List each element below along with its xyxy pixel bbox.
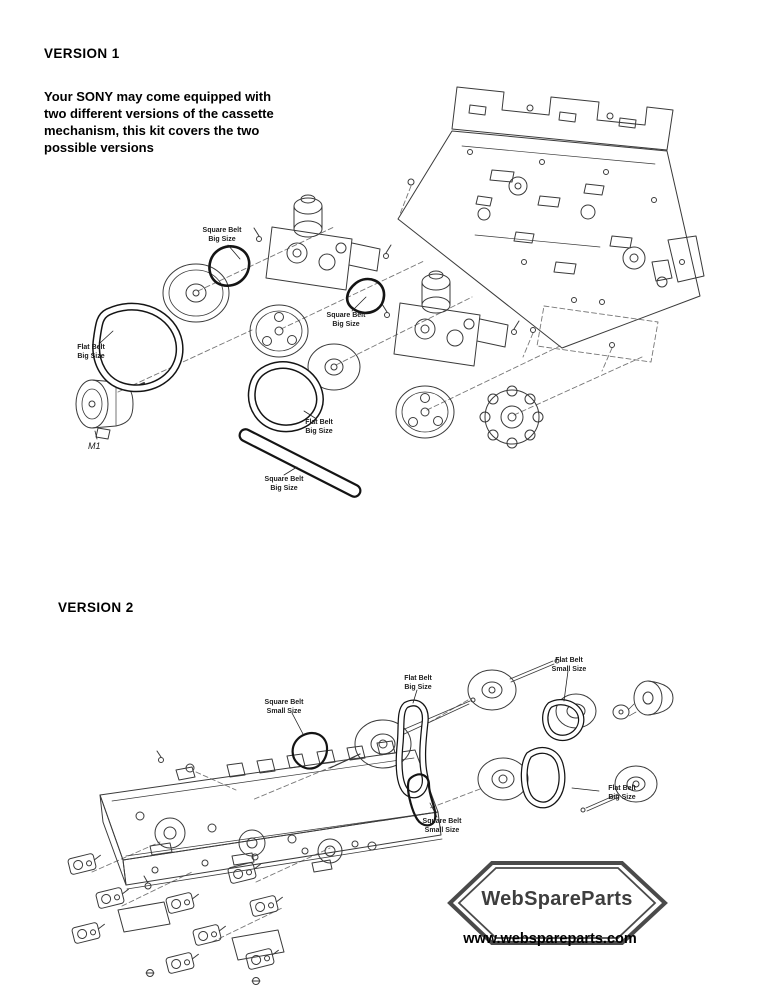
webspareparts-hexagon-logo-icon <box>447 861 668 945</box>
leader-lines-v2 <box>291 670 600 818</box>
belt-label: Square Belt Big Size <box>264 476 304 493</box>
version1-intro: Your SONY may come equipped with two dif… <box>44 89 274 155</box>
website-url: www.webspareparts.com <box>463 931 637 947</box>
chassis-plate-v2 <box>99 740 443 890</box>
leader-lines-v1 <box>94 244 367 476</box>
belt-label: Flat Belt Big Size <box>404 675 432 692</box>
belt-label: Flat Belt Big Size <box>305 419 333 436</box>
version2-title: VERSION 2 <box>58 600 134 615</box>
belt-label: Square Belt Big Size <box>202 227 242 244</box>
version1-exploded-diagram <box>75 86 705 498</box>
head-assembly-b <box>381 270 520 367</box>
pulleys-v1 <box>162 263 544 449</box>
head-assembly-a <box>253 194 392 291</box>
brand-name: WebSpareParts <box>481 888 633 910</box>
belt-label: Flat Belt Small Size <box>551 657 587 674</box>
belts-v2 <box>291 698 585 827</box>
chassis-plate-v1 <box>397 86 705 349</box>
belt-label: Square Belt Small Size <box>264 699 304 716</box>
belt-label: Square Belt Small Size <box>422 818 462 835</box>
belts-v1 <box>92 245 386 498</box>
belt-label: Flat Belt Big Size <box>608 785 636 802</box>
motor-label: M1 <box>88 441 101 451</box>
pulleys-v2 <box>329 658 674 813</box>
belt-label: Square Belt Big Size <box>326 312 366 329</box>
version1-title: VERSION 1 <box>44 46 120 61</box>
version2-exploded-diagram <box>66 658 674 985</box>
small-parts-v2 <box>66 850 286 985</box>
belt-label: Flat Belt Big Size <box>77 344 105 361</box>
